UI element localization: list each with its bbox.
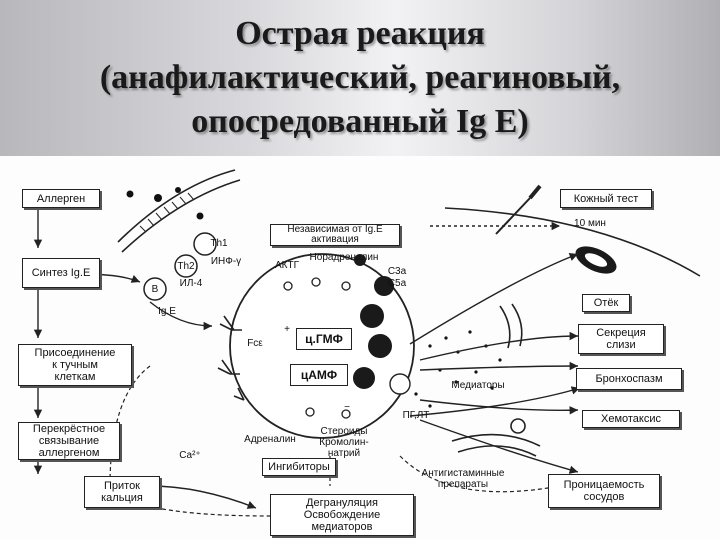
bronchus	[499, 303, 523, 349]
mediator-dots	[414, 330, 502, 408]
allergen-dots	[126, 187, 204, 220]
ige-receptors	[217, 315, 245, 401]
noradrenaline-label: Норадреналин	[309, 252, 379, 263]
title-banner: Острая реакция (анафилактический, реагин…	[0, 0, 720, 156]
c5a-label: С5а	[387, 278, 407, 289]
membrane-hatch	[139, 192, 195, 233]
cgmp-box: ц.ГМФ	[296, 328, 352, 350]
flow-arrows	[33, 204, 581, 509]
mediators-label: Медиаторы	[451, 380, 505, 391]
b-cell-label: B	[151, 284, 159, 295]
pg-lt-label: ПГ,ЛТ	[402, 410, 430, 421]
vascular-permeability-box: Проницаемость сосудов	[548, 474, 660, 508]
vessel	[451, 418, 541, 457]
fce-receptor-label: Fcε	[247, 338, 263, 349]
minus-sign: −	[344, 402, 350, 413]
inhibitors-box: Ингибиторы	[262, 458, 336, 476]
plus-sign: +	[284, 324, 290, 335]
ige-label: Ig.E	[158, 306, 176, 317]
mucus-secretion-box: Секреция слизи	[578, 324, 664, 354]
chemotaxis-box: Хемотаксис	[582, 410, 680, 428]
il4-label: ИЛ-4	[179, 278, 203, 289]
calcium-label: Ca²⁺	[179, 450, 201, 461]
c3a-label: С3а	[387, 266, 407, 277]
crosslinking-box: Перекрёстное связывание аллергеном	[18, 422, 120, 460]
skin-test-box: Кожный тест	[560, 189, 652, 208]
title-line-3: опосредованный Ig E)	[191, 103, 529, 140]
camp-box: цАМФ	[290, 364, 348, 386]
ige-synthesis-box: Синтез Ig.E	[22, 258, 100, 288]
lymphocytes	[143, 232, 217, 301]
skin-bleb	[495, 184, 617, 274]
antihistamines-label: Антигистаминные препараты	[421, 468, 505, 490]
receptor-ports	[283, 277, 351, 419]
th1-label: Th1	[210, 238, 228, 249]
title-line-1: Острая реакция	[235, 15, 485, 52]
acth-label: АКТГ	[274, 260, 300, 271]
th2-label: Th2	[177, 261, 195, 272]
edema-box: Отёк	[582, 294, 630, 312]
ifn-gamma-label: ИНФ-γ	[210, 256, 242, 267]
degranulation-box: Дегрануляция Освобождение медиаторов	[270, 494, 414, 536]
membrane-arc	[117, 169, 701, 277]
steroids-label: Стероиды Кромолин- натрий	[319, 426, 369, 459]
adrenaline-label: Адреналин	[244, 434, 296, 445]
mast-cell-attachment-box: Присоединение к тучным клеткам	[18, 344, 132, 386]
allergy-diagram: Аллерген Синтез Ig.E Присоединение к туч…	[0, 156, 720, 540]
ige-independent-box: Независимая от Ig.E активация	[270, 224, 400, 246]
title-line-2: (анафилактический, реагиновый,	[99, 59, 621, 96]
bronchospasm-box: Бронхоспазм	[576, 368, 682, 390]
page-title: Острая реакция (анафилактический, реагин…	[0, 12, 720, 144]
calcium-influx-box: Приток кальция	[84, 476, 160, 508]
allergen-box: Аллерген	[22, 189, 100, 208]
ten-minutes-label: 10 мин	[574, 218, 606, 229]
